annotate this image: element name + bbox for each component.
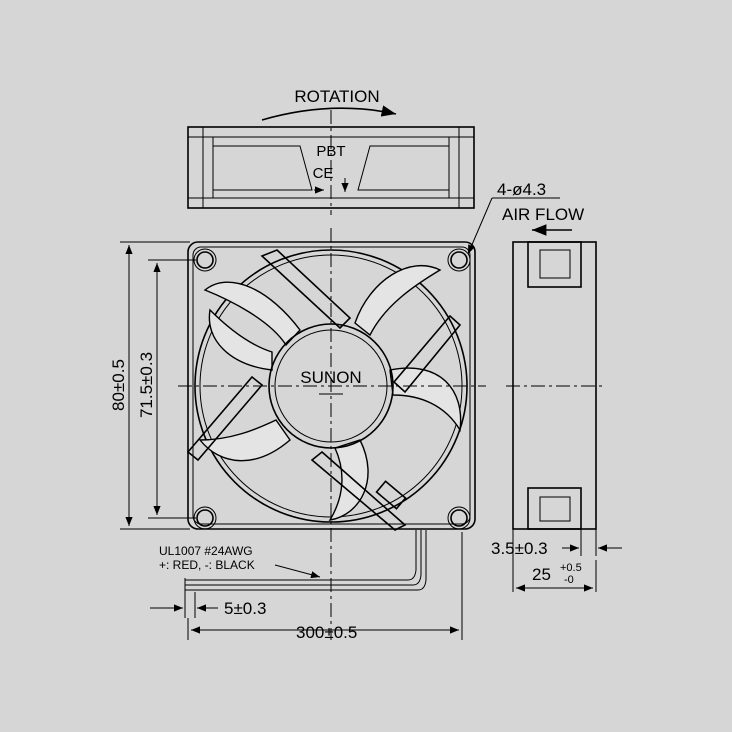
depth-label: 25 <box>532 565 551 584</box>
rotation-label: ROTATION <box>294 87 379 106</box>
strip-dimension: 5±0.3 <box>150 578 266 618</box>
side-top-clip <box>527 241 582 288</box>
wire-spec-label: UL1007 #24AWG <box>159 544 253 558</box>
side-view: AIR FLOW <box>502 205 604 530</box>
mounting-hole-icon <box>193 248 471 530</box>
strip-label: 5±0.3 <box>224 599 266 618</box>
wire-colors-label: +: RED, -: BLACK <box>159 558 255 572</box>
hole-pitch-label: 71.5±0.3 <box>137 352 156 418</box>
lead-length-label: 300±0.5 <box>296 623 357 642</box>
support-spokes <box>186 249 462 531</box>
outer-dimension-label: 80±0.5 <box>109 359 128 411</box>
brand-label: SUNON <box>300 368 361 387</box>
wire-leader <box>274 564 321 579</box>
depth-tol-minus: -0 <box>564 574 574 586</box>
lead-wires: UL1007 #24AWG +: RED, -: BLACK <box>159 530 427 591</box>
ce-mark: CE <box>313 165 334 182</box>
front-view: SUNON <box>178 228 486 640</box>
side-bottom-clip <box>527 487 582 530</box>
rotation-arrow <box>261 105 397 121</box>
airflow-label: AIR FLOW <box>502 205 584 224</box>
fan-blades <box>198 265 462 521</box>
hole-leader <box>467 197 493 255</box>
outer-dimension: 80±0.5 <box>109 241 190 530</box>
hole-spec-label: 4-ø4.3 <box>497 180 546 199</box>
top-view: ROTATION PBT CE <box>187 87 475 215</box>
side-offset-dimension: 3.5±0.3 <box>491 529 622 558</box>
hole-pitch-dimension: 71.5±0.3 <box>137 259 196 519</box>
depth-dimension: 25 +0.5 -0 <box>512 529 597 592</box>
pbt-mark: PBT <box>316 143 345 160</box>
side-offset-label: 3.5±0.3 <box>491 539 548 558</box>
depth-tol-plus: +0.5 <box>560 562 582 574</box>
wire-exit <box>375 480 407 510</box>
lead-length-dimension: 300±0.5 <box>187 532 463 642</box>
top-view-outline <box>187 126 475 209</box>
